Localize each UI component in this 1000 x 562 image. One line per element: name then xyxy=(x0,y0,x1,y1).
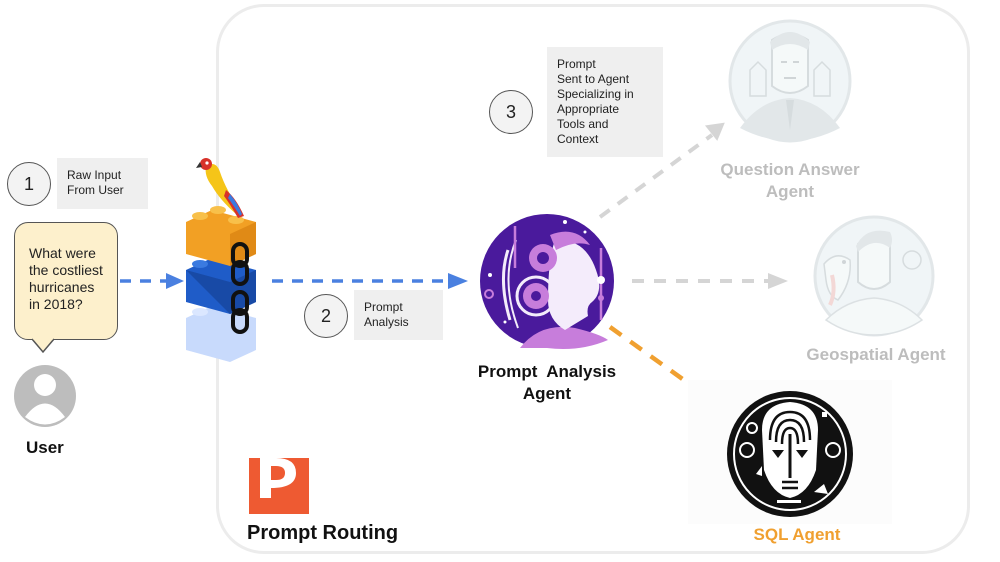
step-1-caption: Raw Input From User xyxy=(57,158,148,209)
user-question-bubble: What were the costliest hurricanes in 20… xyxy=(14,222,118,340)
step-2-badge: 2 xyxy=(304,294,348,338)
woman-with-parrot-avatar-icon xyxy=(813,215,935,337)
question-answer-agent-label: Question Answer Agent xyxy=(700,159,880,203)
arrow-router-to-analysis xyxy=(272,273,468,289)
prompt-routing-logo-icon xyxy=(249,458,309,514)
step-1-line: Raw Input xyxy=(67,168,122,182)
question-line: hurricanes xyxy=(29,279,95,295)
step-3-line: Context xyxy=(557,132,599,146)
step-2-line: Analysis xyxy=(364,315,409,329)
user-avatar-icon xyxy=(14,365,76,427)
arrow-analysis-to-geospatial xyxy=(632,273,788,289)
step-3-line: Specializing in xyxy=(557,87,634,101)
arrow-user-to-router xyxy=(120,273,184,289)
step-2-number: 2 xyxy=(320,305,331,326)
step-3-line: Prompt xyxy=(557,57,596,71)
question-line: the costliest xyxy=(29,262,103,278)
agent-label-line: Geospatial Agent xyxy=(806,345,946,364)
sql-agent-label: SQL Agent xyxy=(710,524,884,546)
businessman-avatar-icon xyxy=(728,19,852,143)
geospatial-agent-label: Geospatial Agent xyxy=(790,344,962,366)
step-1-badge: 1 xyxy=(7,162,51,206)
user-label: User xyxy=(26,438,64,457)
question-line: in 2018? xyxy=(29,296,83,312)
prompt-analysis-agent-label: Prompt Analysis Agent xyxy=(452,361,642,405)
woman-headphones-avatar-icon xyxy=(480,214,614,349)
step-3-line: Tools and xyxy=(557,117,609,131)
agent-label-line: Agent xyxy=(522,384,572,403)
step-1-number: 1 xyxy=(23,173,34,194)
fingerprint-face-avatar-icon xyxy=(688,380,892,524)
question-line: What were xyxy=(29,245,96,261)
agent-label-line: SQL Agent xyxy=(753,525,841,544)
step-3-line: Appropriate xyxy=(557,102,620,116)
agent-label-line: Prompt Analysis xyxy=(477,362,617,381)
agent-label-line: Agent xyxy=(765,182,815,201)
step-3-badge: 3 xyxy=(489,90,533,134)
step-2-line: Prompt xyxy=(364,300,403,314)
arrow-analysis-to-question-answer xyxy=(598,122,725,219)
step-3-caption: Prompt Sent to Agent Specializing in App… xyxy=(547,47,663,157)
parrot-on-lego-chain-icon xyxy=(186,158,256,362)
agent-label-line: Question Answer xyxy=(720,160,860,179)
step-2-caption: Prompt Analysis xyxy=(354,290,443,340)
step-3-line: Sent to Agent xyxy=(557,72,630,86)
prompt-routing-title: Prompt Routing xyxy=(247,522,399,544)
step-1-line: From User xyxy=(67,183,124,197)
step-3-number: 3 xyxy=(505,101,516,122)
